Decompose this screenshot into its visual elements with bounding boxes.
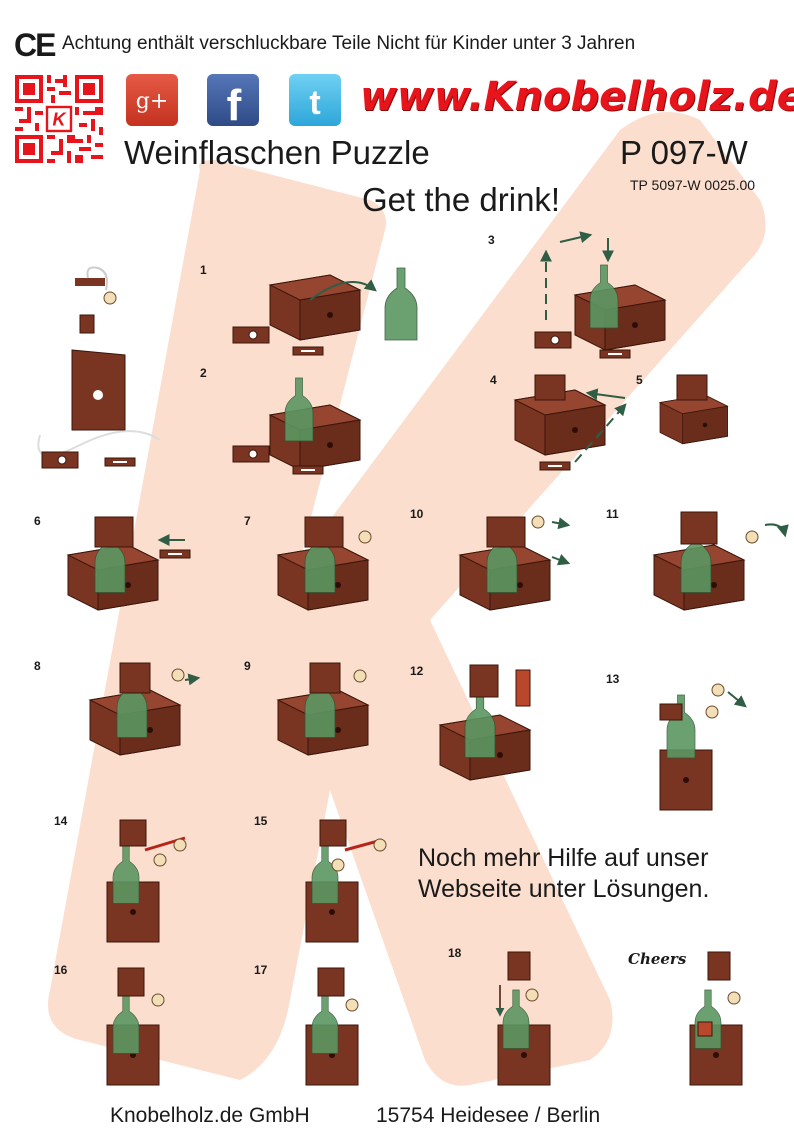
- qr-center-label: K: [53, 109, 68, 129]
- step-number: 11: [606, 507, 619, 521]
- qr-code[interactable]: K: [15, 75, 103, 163]
- step-number: 13: [606, 672, 620, 686]
- step-number: 2: [200, 366, 207, 380]
- step-number: 10: [410, 507, 424, 521]
- safety-warning: Achtung enthält verschluckbare Teile Nic…: [62, 33, 636, 54]
- help-text-line-2: Webseite unter Lösungen.: [418, 875, 710, 903]
- google-plus-glyph: g+: [136, 89, 169, 114]
- twitter-icon[interactable]: t: [289, 74, 341, 126]
- step-number: 4: [490, 373, 497, 387]
- step-number: 12: [410, 664, 424, 678]
- step-number: 15: [254, 814, 268, 828]
- step-number: 6: [34, 514, 41, 528]
- step-number: 9: [244, 659, 251, 673]
- facebook-icon[interactable]: f: [207, 74, 259, 130]
- website-link[interactable]: www.Knobelholz.de: [360, 74, 794, 120]
- step-number: 17: [254, 963, 268, 977]
- step-number: 3: [488, 233, 495, 247]
- google-plus-icon[interactable]: g+: [126, 74, 178, 126]
- ce-mark: CE: [14, 27, 56, 63]
- step-number: 16: [54, 963, 68, 977]
- cheers-label: Cheers: [628, 950, 687, 968]
- step-number: 1: [200, 263, 207, 277]
- parts-overview: [37, 266, 161, 469]
- step-number: 8: [34, 659, 41, 673]
- product-code: P 097-W: [620, 134, 748, 171]
- twitter-glyph: t: [309, 84, 320, 122]
- product-title: Weinflaschen Puzzle: [124, 134, 430, 171]
- help-text-line-1: Noch mehr Hilfe auf unser: [418, 844, 709, 872]
- article-number: TP 5097-W 0025.00: [630, 177, 756, 193]
- footer-company: Knobelholz.de GmbH: [110, 1104, 310, 1127]
- step-number: 18: [448, 946, 462, 960]
- facebook-glyph: f: [227, 81, 242, 126]
- step-number: 5: [636, 373, 643, 387]
- footer-address: 15754 Heidesee / Berlin: [376, 1104, 601, 1127]
- product-subtitle: Get the drink!: [362, 181, 561, 218]
- step-number: 7: [244, 514, 251, 528]
- step-number: 14: [54, 814, 68, 828]
